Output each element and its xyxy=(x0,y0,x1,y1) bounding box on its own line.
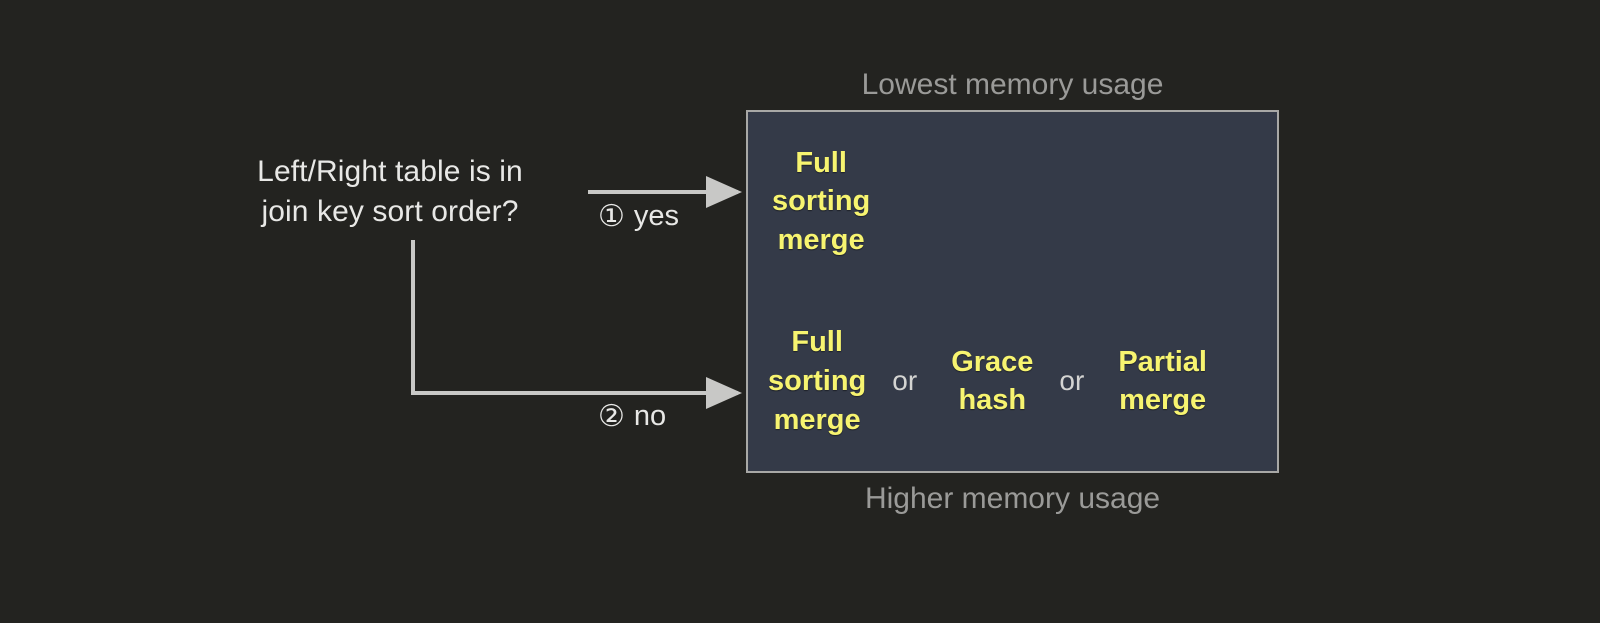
outcome-panel: Full sorting merge Full sorting merge or… xyxy=(746,110,1279,473)
option-separator-2: or xyxy=(1059,365,1085,397)
branch-label-yes: ① yes xyxy=(598,200,679,233)
caption-higher-memory: Higher memory usage xyxy=(864,482,1161,515)
branch-text-yes: yes xyxy=(633,200,680,232)
option-grace-hash: Grace hash xyxy=(951,345,1034,417)
connector-no xyxy=(411,240,742,409)
decision-question: Left/Right table is in join key sort ord… xyxy=(257,155,523,228)
caption-lowest-memory: Lowest memory usage xyxy=(861,68,1164,101)
branch-marker-1: ① xyxy=(598,199,625,233)
branch-label-no: ② no xyxy=(598,400,666,433)
option-separator-1: or xyxy=(892,365,918,397)
option-full-sorting-merge-unsorted: Full sorting merge xyxy=(768,326,867,436)
branch-marker-2: ② xyxy=(598,399,625,433)
outcome-row-sorted: Full sorting merge xyxy=(748,112,1277,292)
outcome-row-unsorted: Full sorting merge or Grace hash or Part… xyxy=(748,292,1277,472)
option-full-sorting-merge-sorted: Full sorting merge xyxy=(772,146,871,257)
option-partial-merge: Partial merge xyxy=(1118,345,1207,417)
branch-text-no: no xyxy=(633,400,667,432)
